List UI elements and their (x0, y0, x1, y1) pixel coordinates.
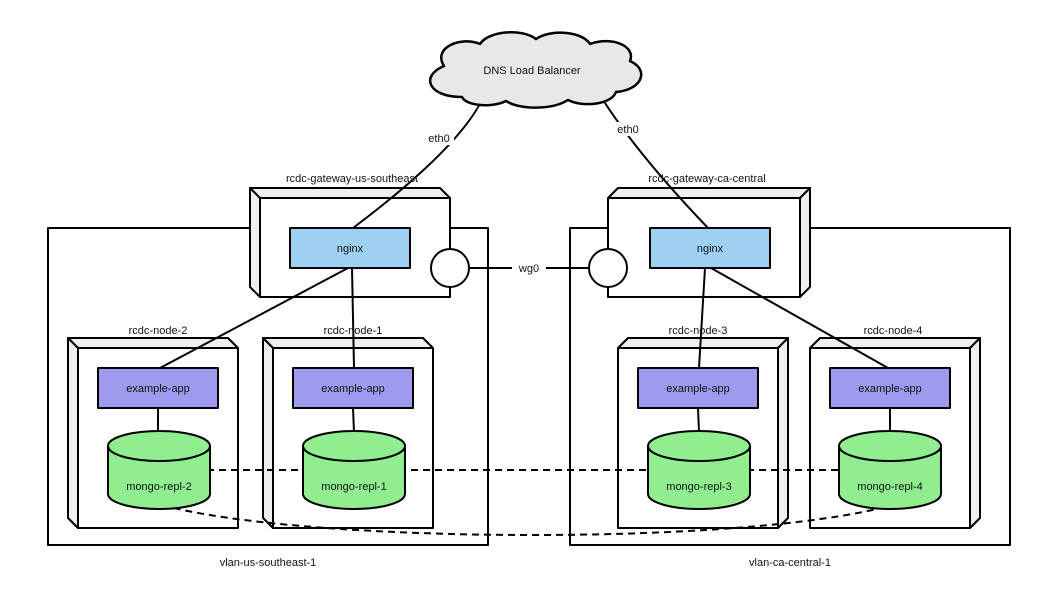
node-3-label: rcdc-node-3 (669, 325, 728, 337)
mongo-repl-3-cylinder (647, 430, 751, 510)
edge-mongo-replication-curve (161, 504, 894, 536)
wg0-label: wg0 (518, 263, 539, 275)
eth0-right-label: eth0 (617, 124, 638, 136)
example-app-node1-label: example-app (321, 383, 385, 395)
gateway-ca-central-label: rcdc-gateway-ca-central (648, 173, 765, 185)
nginx-right-label: nginx (697, 243, 724, 255)
edge-cloud-to-nginx-right (597, 91, 709, 229)
box-side-face (262, 337, 274, 529)
edge-nginx-left-to-app-node2 (159, 267, 349, 369)
cylinder-body (647, 445, 751, 510)
wg0-port-right-icon (588, 248, 628, 288)
nginx-left-label: nginx (337, 243, 364, 255)
box-top-face (249, 187, 451, 199)
eth0-right-label-bg (613, 122, 643, 136)
edge-app3-to-db3 (697, 407, 700, 433)
box-top-face (607, 187, 811, 199)
edge-nginx-right-to-app-node4 (710, 267, 889, 369)
wg0-label-bg (512, 261, 546, 275)
node-4-label: rcdc-node-4 (864, 325, 923, 337)
edge-app1-to-db1 (352, 407, 355, 433)
box-side-face (249, 187, 261, 298)
mongo-repl-2-cylinder (107, 430, 211, 510)
mongo-repl-4-label: mongo-repl-4 (857, 481, 922, 493)
cylinder-body (302, 445, 406, 510)
edge-nginx-right-to-app-node3 (698, 267, 706, 369)
box-side-face (777, 337, 789, 529)
mongo-repl-1-cylinder (302, 430, 406, 510)
example-app-node4-label: example-app (858, 383, 922, 395)
vlan-us-southeast-label: vlan-us-southeast-1 (220, 557, 317, 569)
box-top-face (617, 337, 789, 349)
nginx-right-box (649, 227, 771, 269)
mongo-repl-4-cylinder (838, 430, 942, 510)
nginx-left-box (289, 227, 411, 269)
cylinder-top (107, 430, 211, 462)
example-app-node4-box (829, 367, 951, 409)
edge-nginx-left-to-app-node1 (351, 267, 355, 369)
mongo-repl-3-label: mongo-repl-3 (666, 481, 731, 493)
box-side-face (969, 337, 981, 529)
box-side-face (799, 187, 811, 298)
cylinder-top (838, 430, 942, 462)
mongo-repl-1-label: mongo-repl-1 (321, 481, 386, 493)
node-2-label: rcdc-node-2 (129, 325, 188, 337)
eth0-left-label-bg (424, 131, 454, 145)
example-app-node3-label: example-app (666, 383, 730, 395)
box-side-face (67, 337, 79, 529)
example-app-node1-box (292, 367, 414, 409)
cylinder-top (302, 430, 406, 462)
vlan-ca-central-label: vlan-ca-central-1 (749, 557, 831, 569)
dns-load-balancer-cloud (428, 31, 643, 109)
cylinder-body (838, 445, 942, 510)
gateway-us-southeast-label: rcdc-gateway-us-southeast (286, 173, 418, 185)
box-top-face (809, 337, 981, 349)
cylinder-body (107, 445, 211, 510)
example-app-node2-label: example-app (126, 383, 190, 395)
node-1-label: rcdc-node-1 (324, 325, 383, 337)
mongo-repl-2-label: mongo-repl-2 (126, 481, 191, 493)
example-app-node2-box (97, 367, 219, 409)
eth0-left-label: eth0 (428, 133, 449, 145)
cylinder-top (647, 430, 751, 462)
cloud-label: DNS Load Balancer (483, 65, 581, 77)
example-app-node3-box (637, 367, 759, 409)
box-top-face (262, 337, 434, 349)
wg0-port-left-icon (430, 248, 470, 288)
